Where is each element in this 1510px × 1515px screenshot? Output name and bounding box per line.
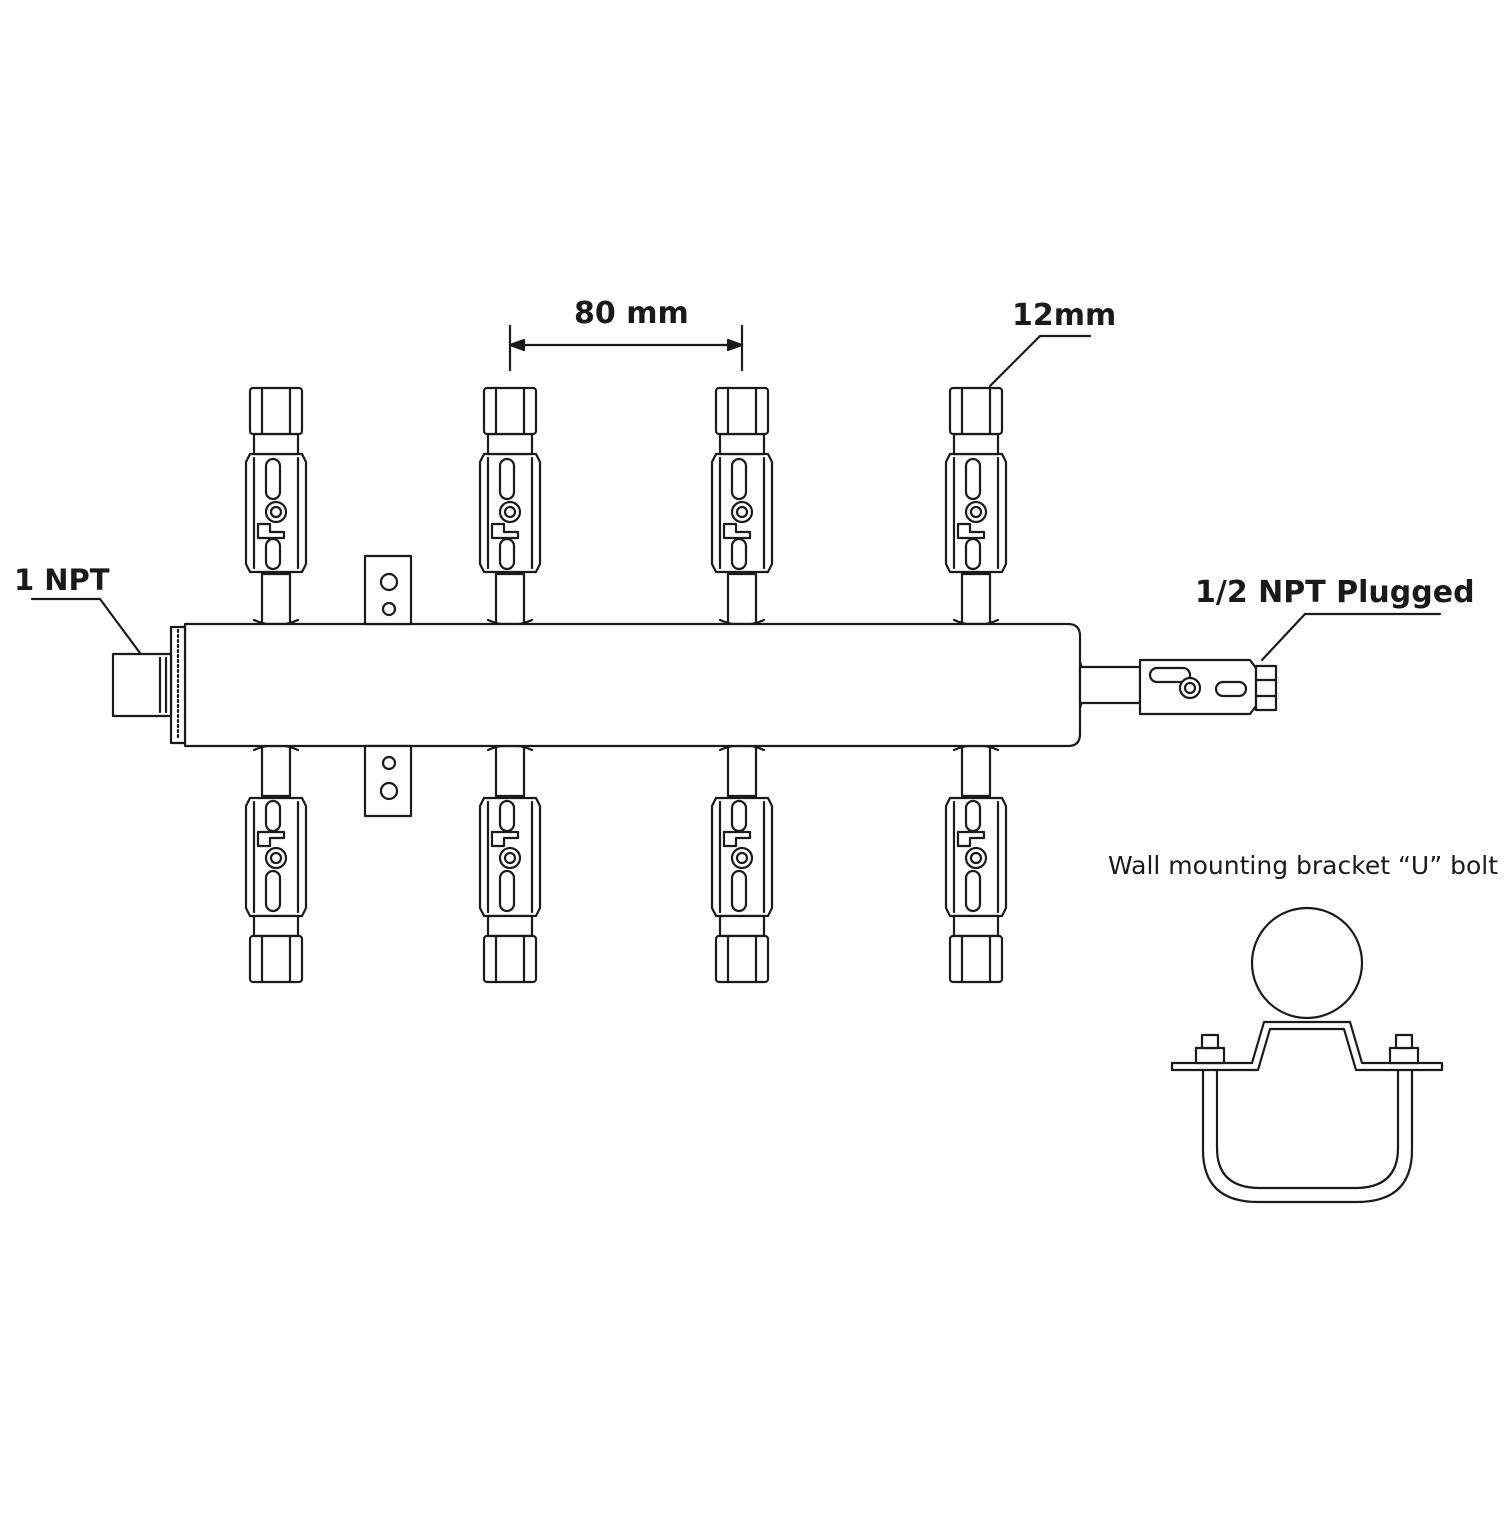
u-bolt-detail — [1172, 908, 1442, 1202]
valve-bottom-3 — [712, 745, 772, 982]
valve-bottom-2 — [480, 745, 540, 982]
tube-size-label: 12mm — [1012, 298, 1117, 333]
manifold-body — [171, 624, 1080, 746]
inlet-npt-fitting — [113, 654, 171, 716]
outlet-leader — [1262, 614, 1305, 660]
valve-bottom-4 — [946, 745, 1006, 982]
valve-top-3 — [712, 388, 772, 625]
valve-top-2 — [480, 388, 540, 625]
valve-bottom-1 — [246, 745, 306, 982]
outlet-valve — [1080, 660, 1276, 714]
pipe-section — [1252, 908, 1362, 1018]
spacing-dimension — [510, 326, 742, 370]
bracket-plate — [1172, 1022, 1442, 1070]
valve-top-4 — [946, 388, 1006, 625]
bracket-caption: Wall mounting bracket “U” bolt — [1108, 851, 1499, 880]
inlet-label: 1 NPT — [14, 563, 110, 597]
inlet-leader — [100, 599, 140, 653]
u-bolt — [1203, 1070, 1412, 1202]
spacing-label: 80 mm — [574, 296, 689, 331]
mounting-bracket — [365, 556, 411, 816]
outlet-label: 1/2 NPT Plugged — [1195, 575, 1475, 610]
valve-top-1 — [246, 388, 306, 625]
tube-size-leader — [990, 336, 1040, 386]
